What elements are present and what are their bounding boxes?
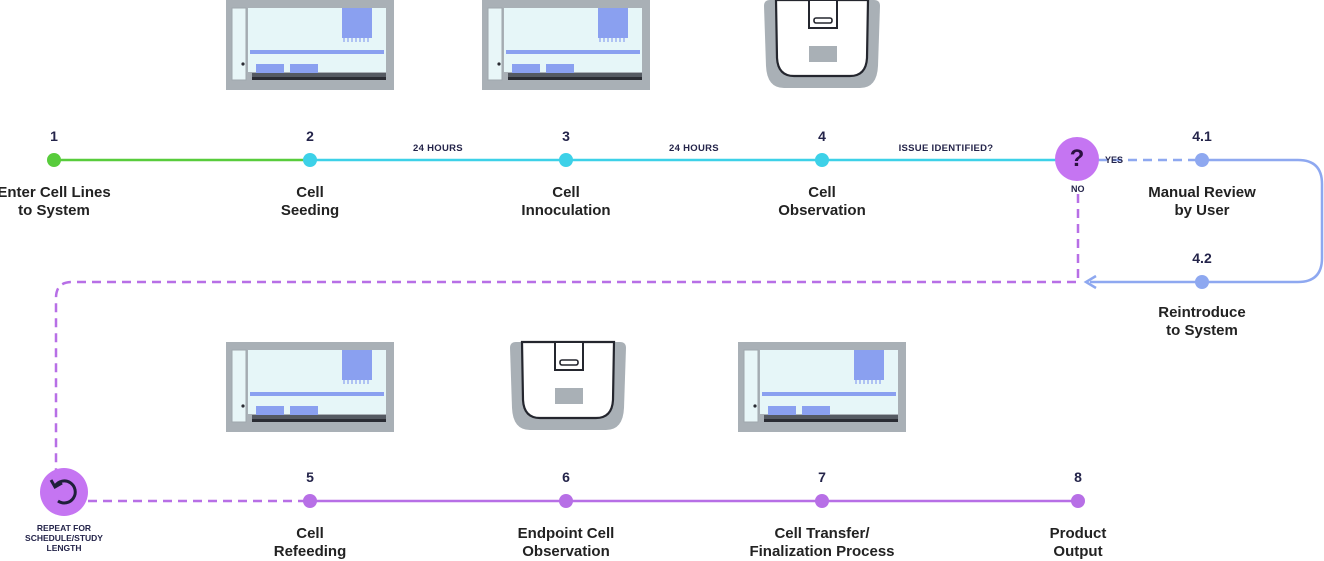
- yes-label: YES: [1105, 155, 1124, 165]
- step-node: [559, 494, 573, 508]
- interval-label: 24 HOURS: [669, 143, 719, 154]
- step-node: [303, 494, 317, 508]
- step-node: [1071, 494, 1085, 508]
- step-number: 8: [1074, 469, 1082, 485]
- step-number: 7: [818, 469, 826, 485]
- step-number: 5: [306, 469, 314, 485]
- lab-instrument-icon: [737, 341, 907, 433]
- step-number: 2: [306, 128, 314, 144]
- step-label: Manual Review by User: [1148, 184, 1256, 219]
- step-number: 4: [818, 128, 826, 144]
- step-node: [559, 153, 573, 167]
- step-node: [815, 153, 829, 167]
- imaging-device-icon: [508, 340, 628, 432]
- lab-instrument-icon: [225, 0, 395, 91]
- step-number: 4.2: [1192, 250, 1212, 266]
- step-number: 3: [562, 128, 570, 144]
- step-number: 1: [50, 128, 58, 144]
- arrowhead: [1083, 274, 1097, 290]
- step-node: [303, 153, 317, 167]
- step-number: 4.1: [1192, 128, 1212, 144]
- lab-instrument-icon: [225, 341, 395, 433]
- decision-question-label: ISSUE IDENTIFIED?: [898, 143, 994, 154]
- step-node: [815, 494, 829, 508]
- step-label: Cell Refeeding: [273, 525, 347, 560]
- interval-label: 24 HOURS: [413, 143, 463, 154]
- decision-node: [1055, 137, 1099, 181]
- step-label: Cell Transfer/ Finalization Process: [749, 525, 895, 560]
- question-icon: ?: [1069, 145, 1085, 172]
- step-node: [1195, 153, 1209, 167]
- step-label: Reintroduce to System: [1158, 304, 1246, 339]
- repeat-arrow-icon: [40, 468, 88, 516]
- step-label: Endpoint Cell Observation: [517, 525, 615, 560]
- lab-instrument-icon: [481, 0, 651, 91]
- no-label: NO: [1071, 184, 1085, 194]
- no-branch-line: [54, 194, 1080, 474]
- step-number: 6: [562, 469, 570, 485]
- imaging-device-icon: [762, 0, 882, 90]
- repeat-label: REPEAT FOR SCHEDULE/STUDY LENGTH: [25, 523, 103, 553]
- step-label: Product Output: [1049, 525, 1107, 560]
- step-node: [47, 153, 61, 167]
- step-label: Cell Seeding: [280, 184, 340, 219]
- step-label: Cell Innoculation: [521, 184, 611, 219]
- step-label: Cell Observation: [778, 184, 866, 219]
- step-node: [1195, 275, 1209, 289]
- step-label: Enter Cell Lines to System: [0, 184, 111, 219]
- loop-back-line: [1090, 158, 1324, 284]
